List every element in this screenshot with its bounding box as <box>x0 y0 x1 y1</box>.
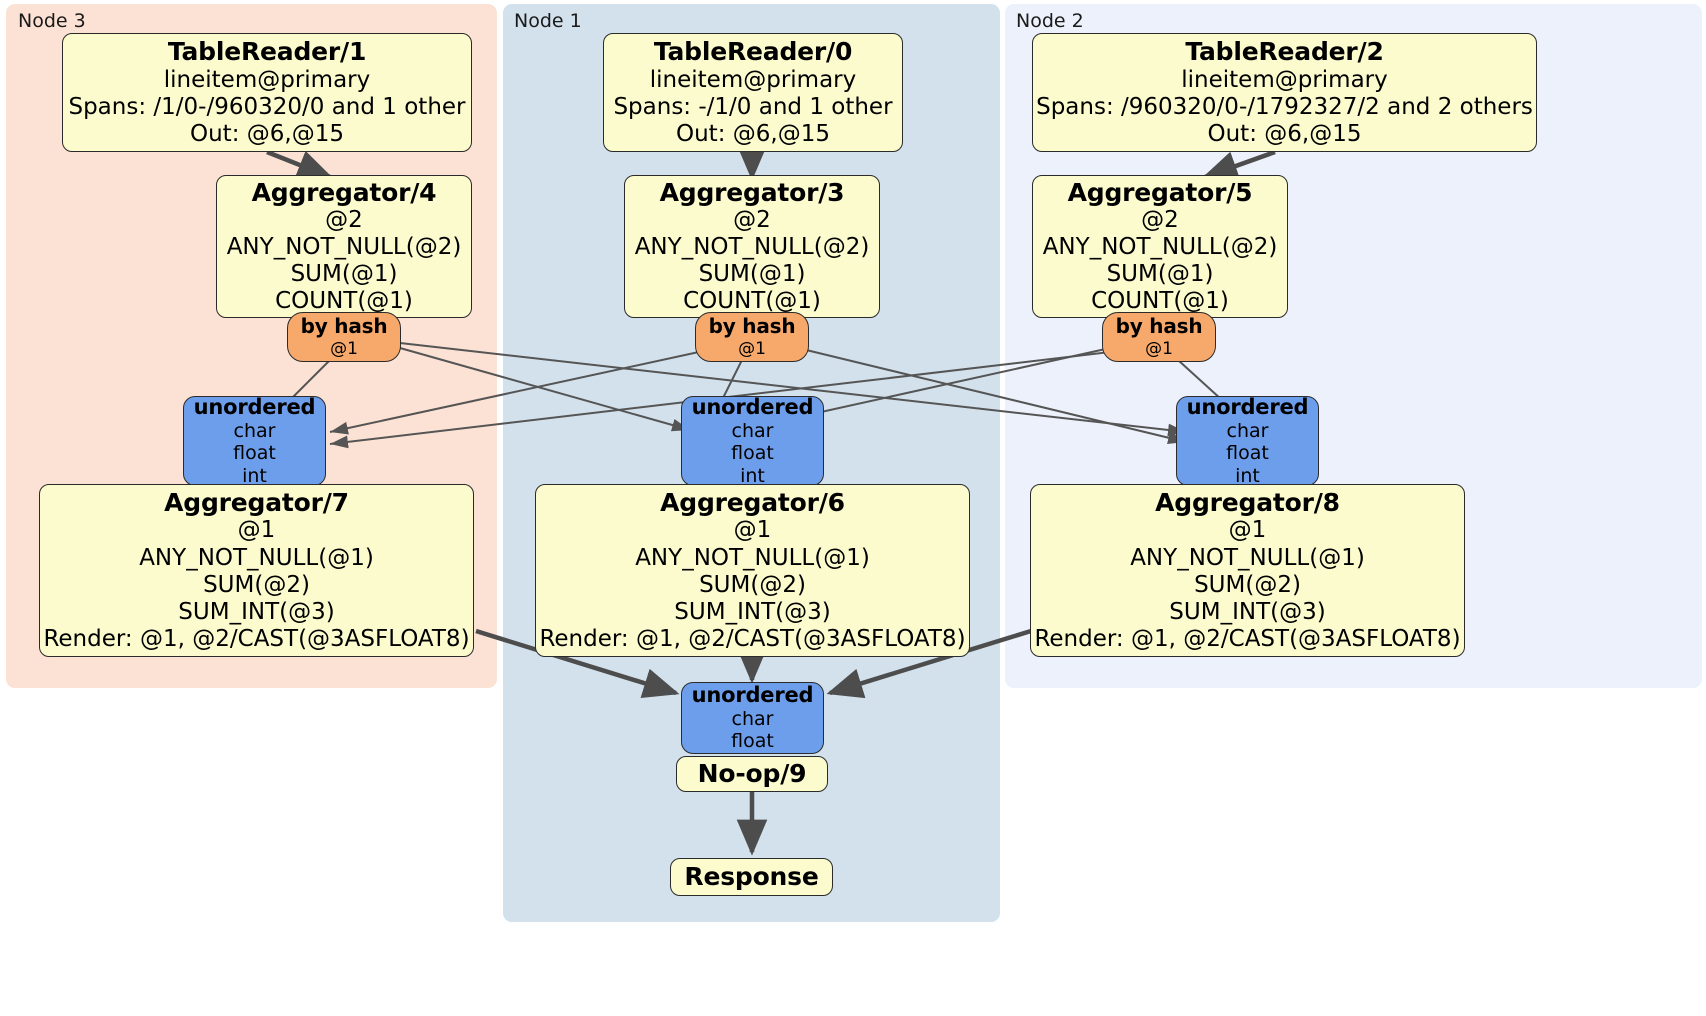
node-detail-line: SUM_INT(@3) <box>674 598 831 625</box>
cluster-label-node-1: Node 1 <box>514 10 582 32</box>
node-title: TableReader/0 <box>653 37 853 67</box>
stream-detail-line: float <box>233 442 276 465</box>
node-detail-line: @2 <box>733 207 771 233</box>
stream-detail-line: char <box>731 419 774 442</box>
node-detail-line: Spans: /960320/0-/1792327/2 and 2 others <box>1036 93 1533 120</box>
stream-unordered-left[interactable]: unordered char float int <box>183 395 326 487</box>
node-title: TableReader/2 <box>1185 37 1384 67</box>
node-detail-line: @1 <box>237 517 276 544</box>
node-detail-line: ANY_NOT_NULL(@2) <box>634 234 870 261</box>
node-title: Aggregator/4 <box>251 177 437 207</box>
node-detail-line: lineitem@primary <box>1181 66 1388 93</box>
router-detail-line: @1 <box>738 338 766 359</box>
node-title: Aggregator/6 <box>660 487 845 517</box>
node-detail-line: ANY_NOT_NULL(@2) <box>226 234 462 261</box>
router-detail-line: @1 <box>1145 338 1173 359</box>
node-detail-line: Spans: -/1/0 and 1 other <box>613 93 893 120</box>
node-detail-line: SUM(@2) <box>1194 571 1301 598</box>
node-detail-line: @1 <box>733 517 772 544</box>
stream-unordered-right[interactable]: unordered char float int <box>1176 395 1319 487</box>
router-by-hash-right[interactable]: by hash @1 <box>1102 312 1216 362</box>
node-tablereader-0[interactable]: TableReader/0 lineitem@primary Spans: -/… <box>603 33 903 152</box>
node-detail-line: COUNT(@1) <box>275 288 413 315</box>
node-detail-line: SUM(@1) <box>698 261 806 288</box>
stream-title: unordered <box>193 395 316 420</box>
stream-detail-line: float <box>1226 442 1269 465</box>
node-aggregator-8[interactable]: Aggregator/8 @1 ANY_NOT_NULL(@1) SUM(@2)… <box>1030 484 1465 657</box>
node-detail-line: @2 <box>1141 207 1179 233</box>
node-tablereader-2[interactable]: TableReader/2 lineitem@primary Spans: /9… <box>1032 33 1537 152</box>
router-by-hash-middle[interactable]: by hash @1 <box>695 312 809 362</box>
node-detail-line: ANY_NOT_NULL(@1) <box>139 544 374 571</box>
node-detail-line: SUM(@1) <box>290 261 398 288</box>
node-no-op-9[interactable]: No-op/9 <box>676 756 828 792</box>
node-detail-line: COUNT(@1) <box>683 288 821 315</box>
node-detail-line: lineitem@primary <box>163 66 371 93</box>
node-title: No-op/9 <box>697 759 807 789</box>
router-title: by hash <box>300 314 388 339</box>
node-aggregator-7[interactable]: Aggregator/7 @1 ANY_NOT_NULL(@1) SUM(@2)… <box>39 484 474 657</box>
node-title: Aggregator/5 <box>1067 177 1253 207</box>
node-detail-line: SUM(@2) <box>699 571 806 598</box>
node-detail-line: Render: @1, @2/CAST(@3ASFLOAT8) <box>539 625 966 652</box>
node-detail-line: Out: @6,@15 <box>676 120 830 147</box>
cluster-label-node-3: Node 3 <box>18 10 86 32</box>
stream-detail-line: float <box>731 442 774 465</box>
stream-detail-line: float <box>731 730 774 753</box>
node-aggregator-5[interactable]: Aggregator/5 @2 ANY_NOT_NULL(@2) SUM(@1)… <box>1032 175 1288 318</box>
router-title: by hash <box>708 314 796 339</box>
node-title: Response <box>684 862 819 892</box>
node-aggregator-6[interactable]: Aggregator/6 @1 ANY_NOT_NULL(@1) SUM(@2)… <box>535 484 970 657</box>
node-detail-line: ANY_NOT_NULL(@2) <box>1042 234 1278 261</box>
router-title: by hash <box>1115 314 1203 339</box>
node-aggregator-4[interactable]: Aggregator/4 @2 ANY_NOT_NULL(@2) SUM(@1)… <box>216 175 472 318</box>
node-detail-line: SUM_INT(@3) <box>178 598 335 625</box>
node-detail-line: Render: @1, @2/CAST(@3ASFLOAT8) <box>43 625 470 652</box>
router-by-hash-left[interactable]: by hash @1 <box>287 312 401 362</box>
node-detail-line: COUNT(@1) <box>1091 288 1229 315</box>
node-detail-line: SUM(@2) <box>203 571 310 598</box>
stream-title: unordered <box>1186 395 1309 420</box>
node-detail-line: ANY_NOT_NULL(@1) <box>1130 544 1365 571</box>
stream-detail-line: int <box>1235 464 1260 487</box>
node-aggregator-3[interactable]: Aggregator/3 @2 ANY_NOT_NULL(@2) SUM(@1)… <box>624 175 880 318</box>
node-detail-line: Spans: /1/0-/960320/0 and 1 other <box>68 93 466 120</box>
node-title: TableReader/1 <box>167 37 367 67</box>
node-detail-line: Out: @6,@15 <box>1207 120 1362 147</box>
stream-detail-line: char <box>233 419 276 442</box>
node-detail-line: Render: @1, @2/CAST(@3ASFLOAT8) <box>1034 625 1461 652</box>
node-detail-line: ANY_NOT_NULL(@1) <box>635 544 870 571</box>
stream-unordered-final[interactable]: unordered char float <box>681 682 824 754</box>
stream-title: unordered <box>691 683 814 708</box>
stream-detail-line: char <box>731 707 774 730</box>
node-response[interactable]: Response <box>670 858 833 896</box>
node-detail-line: SUM(@1) <box>1106 261 1214 288</box>
node-title: Aggregator/8 <box>1155 487 1340 517</box>
stream-detail-line: int <box>740 464 765 487</box>
node-title: Aggregator/3 <box>659 177 845 207</box>
stream-title: unordered <box>691 395 814 420</box>
stream-detail-line: char <box>1226 419 1269 442</box>
node-title: Aggregator/7 <box>164 487 349 517</box>
router-detail-line: @1 <box>330 338 358 359</box>
stream-detail-line: int <box>242 464 267 487</box>
cluster-label-node-2: Node 2 <box>1016 10 1084 32</box>
node-tablereader-1[interactable]: TableReader/1 lineitem@primary Spans: /1… <box>62 33 472 152</box>
node-detail-line: Out: @6,@15 <box>190 120 344 147</box>
node-detail-line: @2 <box>325 207 363 233</box>
node-detail-line: SUM_INT(@3) <box>1169 598 1326 625</box>
node-detail-line: lineitem@primary <box>649 66 857 93</box>
stream-unordered-middle[interactable]: unordered char float int <box>681 395 824 487</box>
node-detail-line: @1 <box>1228 517 1267 544</box>
